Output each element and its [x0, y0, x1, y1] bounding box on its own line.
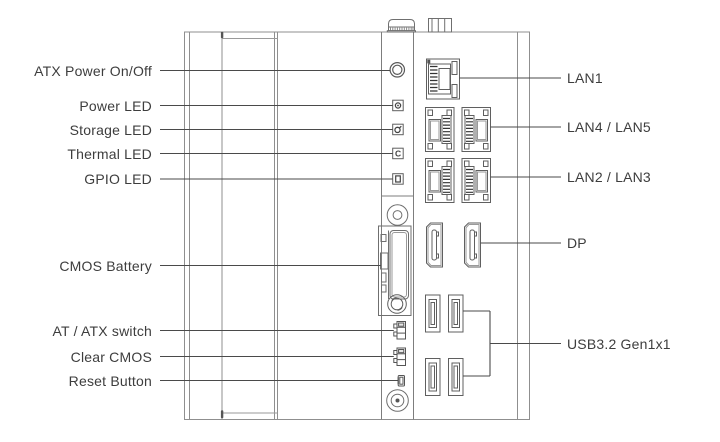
lan2-port [425, 158, 455, 203]
atx-power-button [389, 62, 406, 78]
dp-port-1 [426, 222, 443, 268]
chassis [184, 31, 530, 420]
at-atx-switch [393, 321, 406, 340]
label-thermal-led: Thermal LED [67, 145, 152, 162]
label-atx-power-onoff: ATX Power On/Off [34, 62, 152, 79]
label-clear-cmos: Clear CMOS [70, 348, 152, 365]
lan1-port [426, 58, 460, 100]
terminal-block [428, 18, 452, 33]
label-at-atx-switch: AT / ATX switch [52, 322, 152, 339]
leader-lines [160, 69, 561, 382]
reset-button-part [397, 375, 406, 387]
dp-port-2 [464, 222, 481, 268]
usb-port-2 [448, 294, 464, 333]
power-led [392, 99, 404, 112]
usb-port-1 [425, 294, 441, 333]
label-lan1: LAN1 [567, 70, 603, 86]
clear-cmos-switch [393, 347, 406, 366]
lan4-port [425, 107, 455, 152]
cover-corner-bottom [220, 410, 224, 419]
label-gpio-led: GPIO LED [84, 171, 152, 187]
label-cmos-battery: CMOS Battery [59, 257, 152, 274]
screw-bottom [386, 389, 409, 412]
label-dp: DP [567, 235, 587, 251]
cover-corner-top [220, 31, 224, 39]
usb-port-4 [448, 358, 464, 396]
label-storage-led: Storage LED [69, 121, 152, 138]
gpio-led [392, 173, 404, 185]
usb-port-3 [425, 358, 441, 396]
cmos-battery-holder [378, 225, 412, 316]
screw-top [386, 204, 409, 226]
storage-led [392, 123, 404, 136]
label-usb32-gen1x1: USB3.2 Gen1x1 [567, 335, 671, 352]
leader-usb-bracket [463, 310, 561, 377]
thermal-led-glyph: C [395, 149, 401, 159]
label-lan4-lan5: LAN4 / LAN5 [567, 119, 651, 135]
label-reset-button: Reset Button [68, 372, 152, 389]
thermal-led: C [392, 147, 404, 160]
lan3-port [461, 158, 491, 203]
antenna-connector [386, 19, 416, 33]
label-power-led: Power LED [79, 97, 152, 114]
label-lan2-lan3: LAN2 / LAN3 [567, 169, 651, 185]
lan5-port [461, 107, 491, 152]
